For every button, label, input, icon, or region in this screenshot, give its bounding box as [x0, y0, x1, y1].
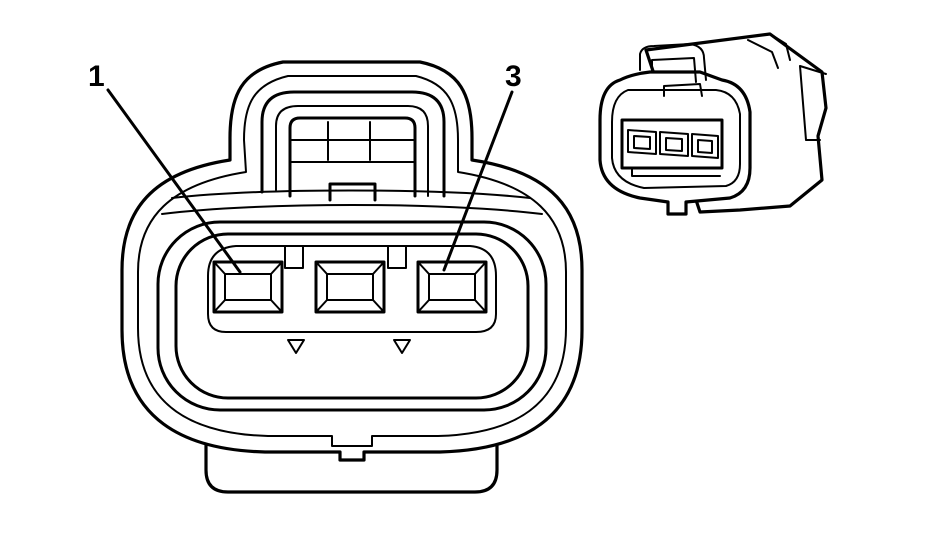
latch-block: [288, 116, 417, 198]
housing-inner-outline: [137, 75, 567, 447]
connector-3d-view: [598, 32, 828, 216]
connector-front-view: [120, 60, 584, 494]
mating-face-inner: [174, 232, 530, 400]
callout-pin-1: 1: [88, 60, 242, 274]
position-marker-triangle: [287, 339, 305, 354]
terminal-2: [314, 260, 386, 314]
small-terminal-3: [691, 133, 719, 159]
locking-latch-inner: [275, 105, 429, 197]
callout-pin-3: 3: [442, 60, 522, 272]
front-shell: [598, 70, 752, 216]
terminal-1: [212, 260, 284, 314]
callout-label-3: 3: [505, 60, 522, 93]
housing-band: [171, 189, 531, 199]
small-terminal-2: [659, 131, 689, 157]
small-terminal-1: [627, 129, 657, 155]
cavity-divider: [387, 245, 407, 269]
terminal-3: [416, 260, 488, 314]
cavity-outline: [207, 245, 497, 333]
mating-face-outer: [156, 220, 548, 412]
cavity-divider: [284, 245, 304, 269]
callout-label-1: 1: [88, 60, 105, 93]
position-marker-triangle: [393, 339, 411, 354]
latch-stub: [328, 182, 377, 202]
top-latch: [639, 43, 707, 81]
face-block: [620, 118, 724, 170]
housing-band: [161, 204, 543, 215]
locking-latch-outer: [260, 90, 446, 198]
